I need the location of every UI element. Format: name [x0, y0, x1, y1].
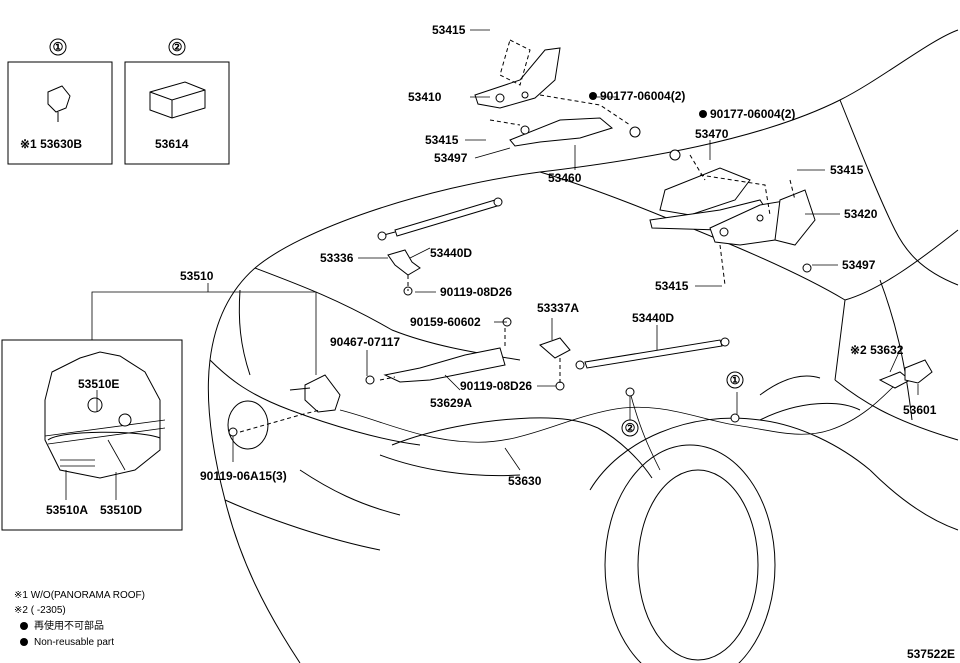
callout-circles — [49, 38, 744, 437]
nonreusable-marker — [589, 92, 597, 100]
inset-box-1 — [7, 61, 113, 165]
part-label: 90177-06004(2) — [600, 89, 685, 103]
part-label: 53415 — [655, 279, 689, 293]
hinge-assembly-right — [649, 154, 816, 286]
part-label: 53415 — [432, 23, 466, 37]
part-label: 53440D — [632, 311, 674, 325]
part-label: 90119-08D26 — [440, 285, 512, 299]
part-label: 53630 — [508, 474, 542, 488]
callout-2-cable: ② — [625, 421, 636, 435]
note-3: 再使用不可部品 — [34, 619, 104, 632]
part-label: 90159-60602 — [410, 315, 481, 329]
part-label: 53410 — [408, 90, 442, 104]
part-label: 53601 — [903, 403, 937, 417]
car-body — [207, 29, 959, 663]
part-label: 53470 — [695, 127, 729, 141]
part-label: 90119-08D26 — [460, 379, 532, 393]
part-label: ※2 53632 — [850, 343, 904, 357]
part-label: 53510E — [78, 377, 119, 391]
part-label: 53510 — [180, 269, 214, 283]
nonreusable-marker — [699, 110, 707, 118]
nonreusable-marker — [20, 622, 28, 630]
part-label: 53420 — [844, 207, 878, 221]
note-2: ※2 ( -2305) — [14, 605, 66, 616]
inset-box-lock — [1, 339, 183, 531]
note-4: Non-reusable part — [34, 637, 114, 648]
part-label: 53460 — [548, 171, 582, 185]
callout-1-cable: ① — [730, 373, 741, 387]
part-label: 53415 — [425, 133, 459, 147]
leader-lines — [91, 29, 919, 471]
hood-lock-and-cable — [239, 359, 933, 471]
part-label: 53629A — [430, 396, 472, 410]
part-label: 53497 — [842, 258, 876, 272]
note-1: ※1 W/O(PANORAMA ROOF) — [14, 590, 145, 601]
part-label: 53510D — [100, 503, 142, 517]
callout-1-top: ① — [53, 40, 64, 54]
part-label: 53440D — [430, 246, 472, 260]
hood-struts — [377, 197, 730, 370]
part-label: 53415 — [830, 163, 864, 177]
nonreusable-marker — [20, 638, 28, 646]
part-label: 90119-06A15(3) — [200, 469, 287, 483]
part-label-53614: 53614 — [155, 137, 189, 151]
part-label: 90467-07117 — [330, 335, 400, 349]
part-label: 53510A — [46, 503, 88, 517]
part-label: 53336 — [320, 251, 354, 265]
callout-2-top: ② — [172, 40, 183, 54]
part-label-53630b: ※1 53630B — [20, 137, 82, 151]
hinge-assembly-left — [474, 39, 681, 161]
part-label: 53497 — [434, 151, 468, 165]
inset-box-2 — [124, 61, 230, 165]
part-label: 53337A — [537, 301, 579, 315]
figure-code: 537522E — [907, 647, 955, 661]
part-label: 90177-06004(2) — [710, 107, 795, 121]
